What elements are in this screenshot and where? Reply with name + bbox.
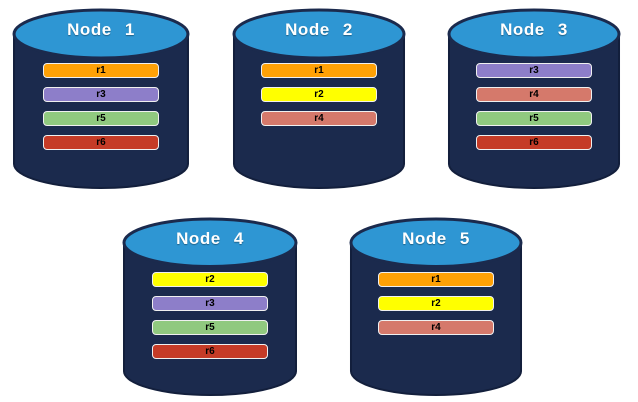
replica-list: r3 r4 r5 r6	[447, 63, 621, 150]
replica-bar: r3	[476, 63, 592, 78]
replica-label: r3	[96, 88, 106, 100]
cylinder-top-ellipse	[447, 8, 621, 60]
replica-bar: r6	[43, 135, 159, 150]
replica-label: r3	[529, 64, 539, 76]
replica-bar: r5	[476, 111, 592, 126]
cylinder-top-ellipse	[349, 217, 523, 268]
db-node: Node 3 r3 r4 r5 r6	[447, 8, 621, 190]
replica-bar: r1	[378, 272, 494, 287]
replica-label: r4	[529, 88, 539, 100]
db-node: Node 2 r1 r2 r4	[232, 8, 406, 190]
replica-list: r1 r3 r5 r6	[12, 63, 190, 150]
replica-list: r2 r3 r5 r6	[122, 272, 298, 359]
replica-bar: r6	[152, 344, 268, 359]
replica-label: r2	[205, 273, 215, 285]
replica-label: r2	[431, 297, 441, 309]
replica-label: r5	[529, 112, 539, 124]
db-node: Node 4 r2 r3 r5 r6	[122, 217, 298, 397]
replica-bar: r5	[43, 111, 159, 126]
cylinder-top-ellipse	[232, 8, 406, 60]
replica-bar: r4	[476, 87, 592, 102]
replica-label: r1	[314, 64, 324, 76]
replica-list: r1 r2 r4	[349, 272, 523, 335]
replica-bar: r1	[43, 63, 159, 78]
node-title: Node 3	[500, 20, 568, 39]
replica-label: r6	[529, 136, 539, 148]
node-title: Node 4	[176, 229, 244, 248]
replica-bar: r5	[152, 320, 268, 335]
replica-bar: r2	[378, 296, 494, 311]
replica-label: r1	[96, 64, 106, 76]
replica-label: r4	[431, 321, 441, 333]
replica-label: r6	[205, 345, 215, 357]
replica-label: r4	[314, 112, 324, 124]
node-title: Node 1	[67, 20, 135, 39]
replica-bar: r2	[152, 272, 268, 287]
replica-bar: r3	[43, 87, 159, 102]
replica-bar: r1	[261, 63, 377, 78]
db-node: Node 1 r1 r3 r5 r6	[12, 8, 190, 190]
node-title: Node 5	[402, 229, 470, 248]
replica-bar: r2	[261, 87, 377, 102]
replica-label: r1	[431, 273, 441, 285]
node-title: Node 2	[285, 20, 353, 39]
replica-label: r3	[205, 297, 215, 309]
replica-bar: r4	[378, 320, 494, 335]
replica-label: r5	[205, 321, 215, 333]
replica-label: r6	[96, 136, 106, 148]
replica-label: r2	[314, 88, 324, 100]
cylinder-top-ellipse	[122, 217, 298, 268]
replica-bar: r6	[476, 135, 592, 150]
db-node: Node 5 r1 r2 r4	[349, 217, 523, 397]
replica-list: r1 r2 r4	[232, 63, 406, 126]
replica-bar: r4	[261, 111, 377, 126]
replica-label: r5	[96, 112, 106, 124]
replica-bar: r3	[152, 296, 268, 311]
cylinder-top-ellipse	[12, 8, 190, 60]
